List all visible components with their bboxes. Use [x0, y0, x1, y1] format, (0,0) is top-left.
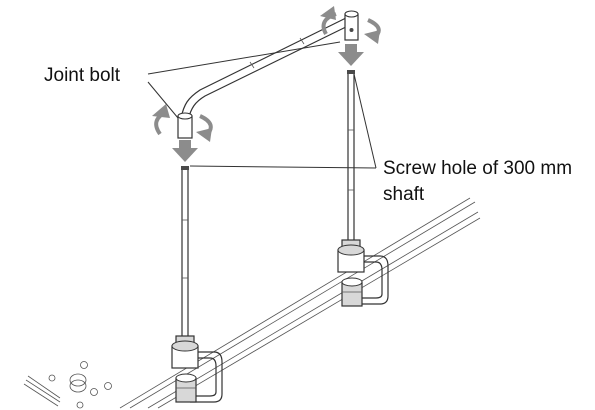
small-parts	[23, 361, 112, 409]
joint-bolt-label: Joint bolt	[44, 65, 121, 86]
left-clamp	[171, 335, 223, 403]
table-rail	[119, 197, 481, 409]
left-shaft	[181, 166, 189, 336]
screw-hole-label-line1: Screw hole of 300 mm	[383, 158, 572, 179]
insert-arrow-right-icon	[338, 44, 364, 66]
right-joint	[344, 10, 359, 41]
leader-lines	[147, 41, 377, 169]
left-joint	[177, 112, 193, 139]
insert-arrow-left-icon	[172, 140, 198, 162]
rotate-arrows-left-icon	[152, 104, 213, 142]
right-shaft	[347, 70, 355, 240]
screw-hole-label-line2: shaft	[383, 184, 425, 205]
rotate-arrows-right-icon	[320, 6, 381, 44]
right-clamp	[337, 239, 389, 307]
